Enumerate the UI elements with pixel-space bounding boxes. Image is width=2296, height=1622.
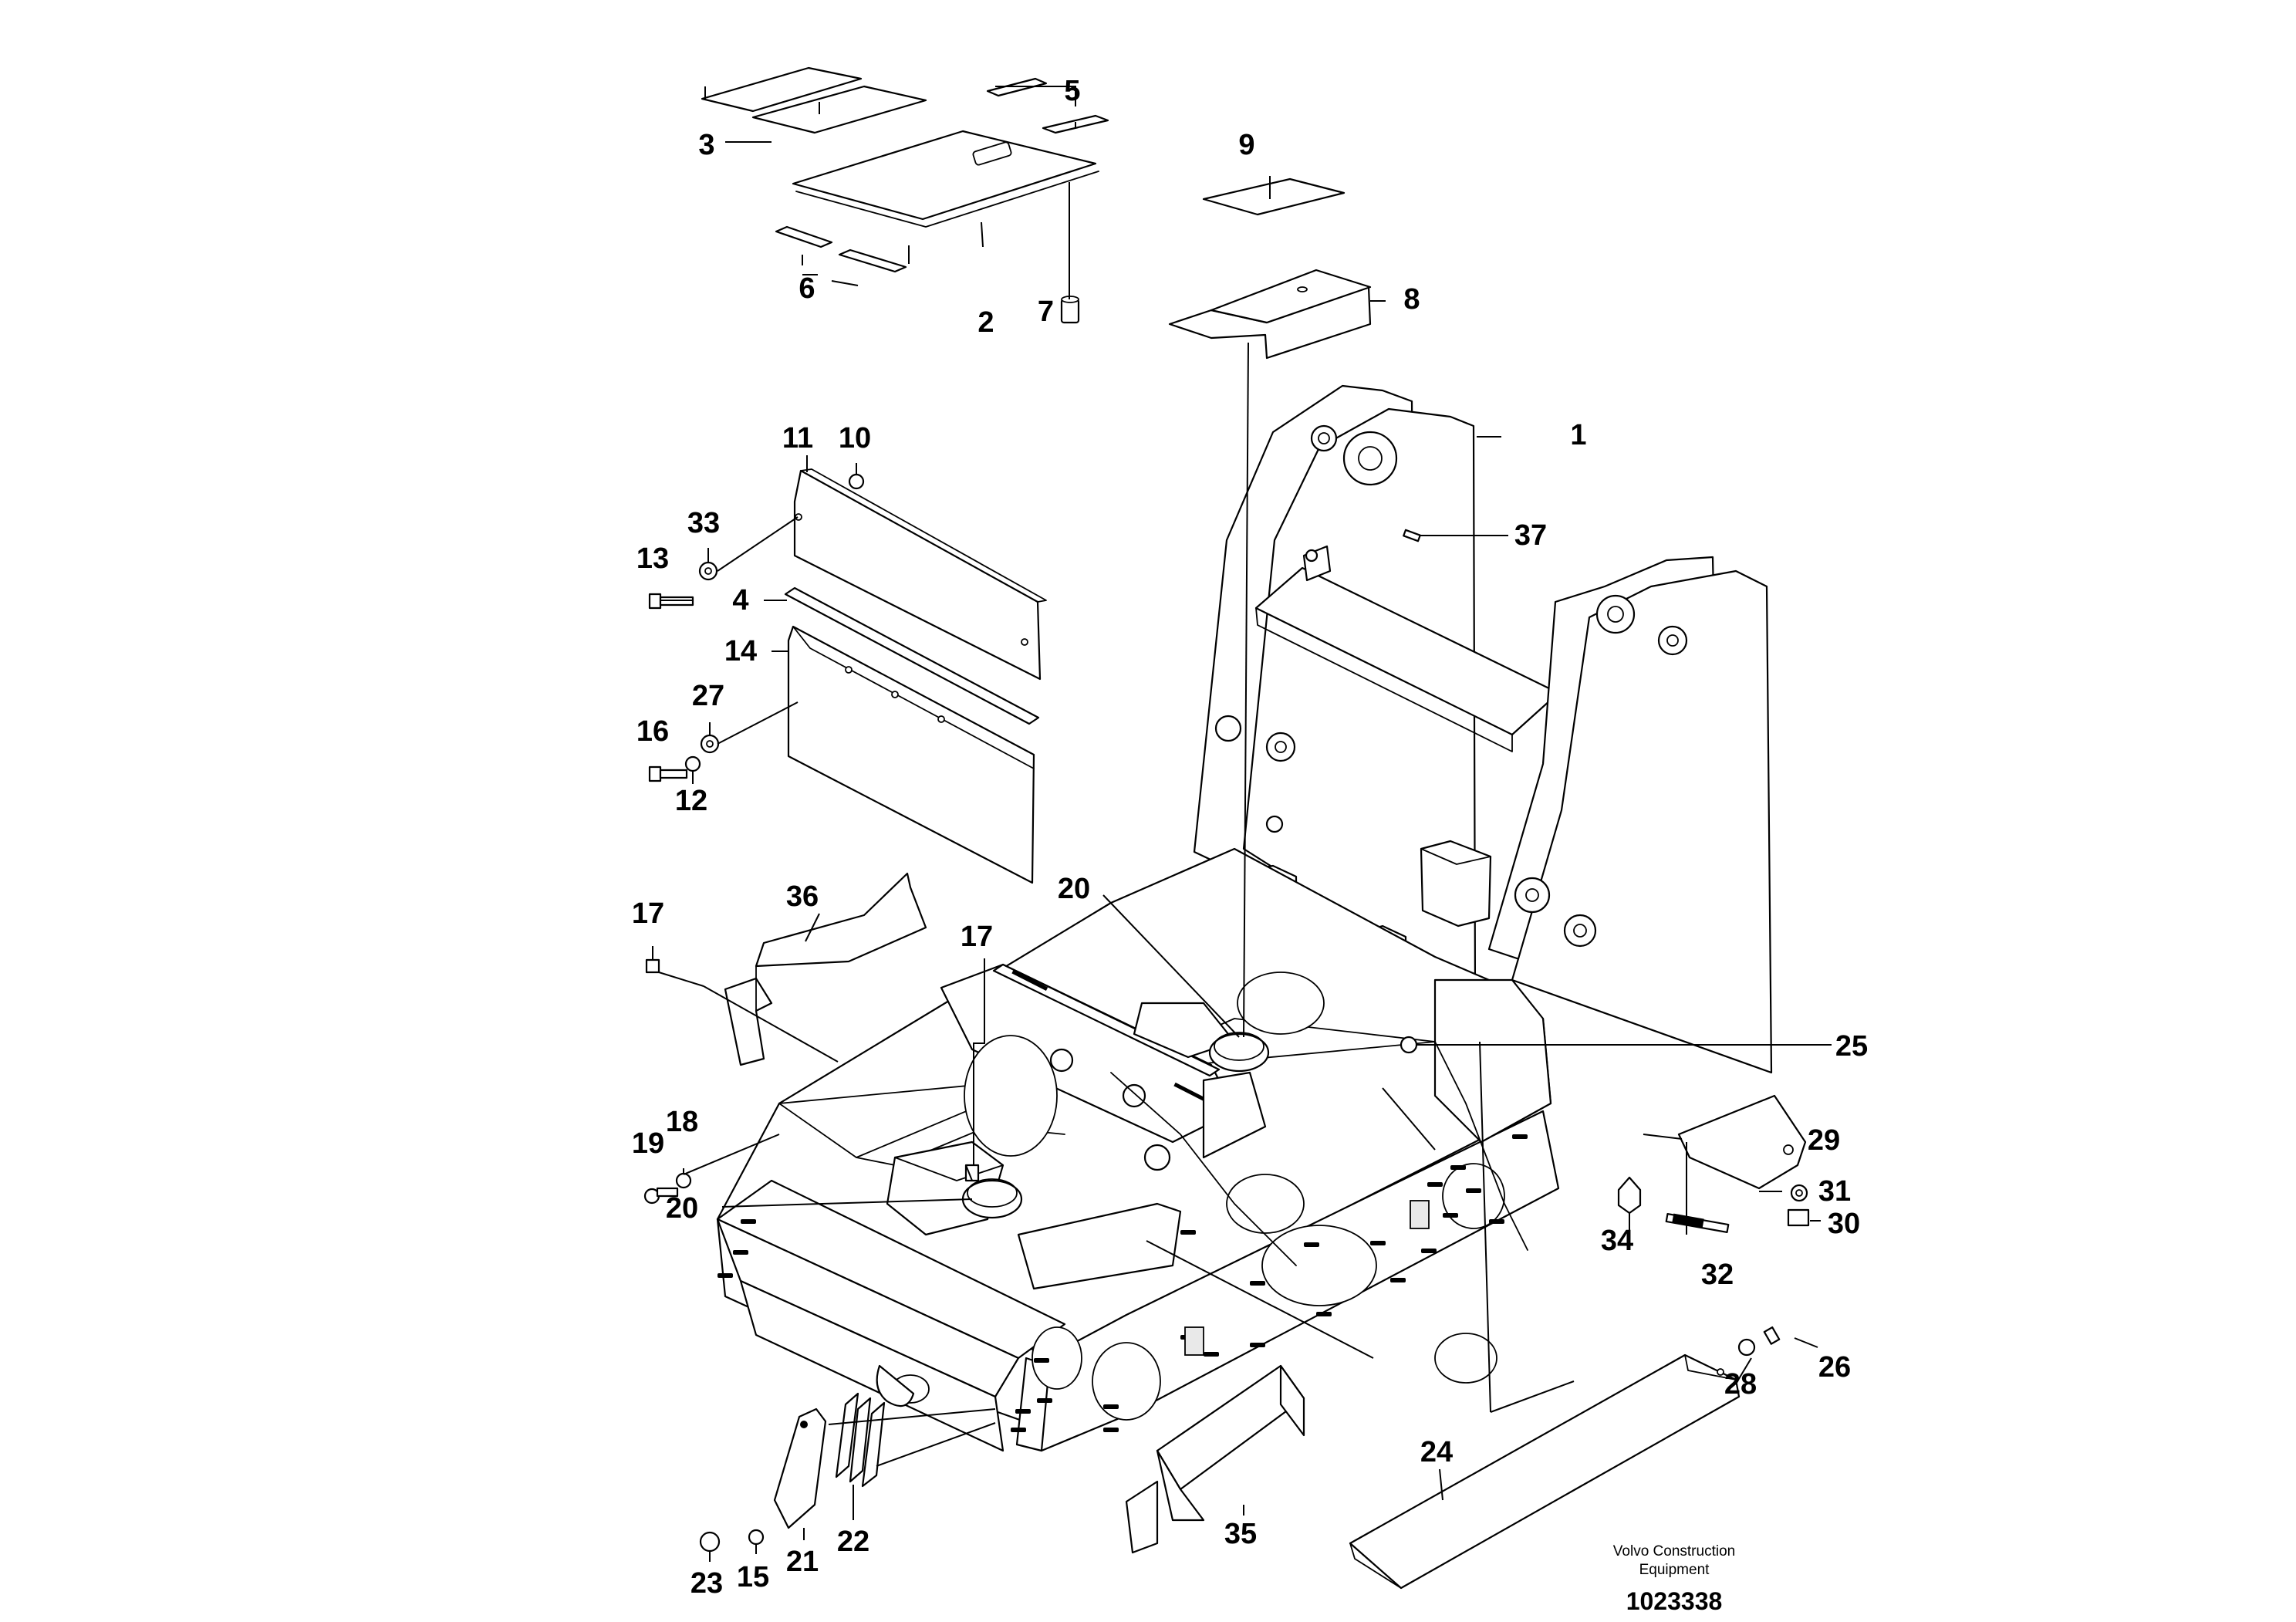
- callout-33: 33: [687, 507, 720, 539]
- side-cover-assembly: [784, 468, 1047, 884]
- callout-27: 27: [692, 680, 724, 712]
- callout-31: 31: [1818, 1175, 1851, 1208]
- callout-6: 6: [799, 272, 815, 305]
- credit-line-1: Volvo Construction: [1613, 1543, 1735, 1559]
- drawing-number: 1023338: [1626, 1587, 1723, 1615]
- callout-16: 16: [636, 715, 669, 748]
- bracket-21-22: [699, 1392, 886, 1553]
- floor-plate-assembly: [701, 66, 1109, 324]
- callout-34: 34: [1601, 1225, 1633, 1257]
- main-frame-1: [716, 384, 1773, 1452]
- floor-plate-2: [792, 130, 1097, 221]
- callout-20b: 20: [666, 1192, 698, 1225]
- callout-26: 26: [1818, 1351, 1851, 1384]
- footer: Volvo Construction Equipment 1023338: [1613, 1543, 1735, 1615]
- callout-11: 11: [782, 422, 813, 454]
- washer-28: [1737, 1338, 1756, 1357]
- callout-28: 28: [1724, 1368, 1757, 1401]
- clip-17a: [645, 958, 660, 974]
- nut-23: [699, 1531, 721, 1553]
- seal-strip-4: [784, 586, 1040, 725]
- washer-18: [675, 1172, 692, 1189]
- callout-37: 37: [1514, 519, 1547, 552]
- callout-25: 25: [1835, 1030, 1868, 1063]
- callout-19: 19: [632, 1127, 664, 1160]
- bolt-26: [1763, 1326, 1781, 1345]
- callout-14: 14: [724, 635, 757, 667]
- callout-35: 35: [1224, 1518, 1257, 1550]
- nut-34: [1617, 1176, 1642, 1215]
- strip-6a: [775, 225, 833, 248]
- plate-29: [1677, 1094, 1807, 1190]
- mat-pad-3b: [751, 85, 927, 134]
- callout-3: 3: [698, 129, 714, 161]
- callout-2: 2: [977, 306, 994, 339]
- plate-22c: [861, 1401, 886, 1488]
- rail-24: [1349, 1326, 1781, 1590]
- callout-20a: 20: [1058, 873, 1090, 905]
- callout-13: 13: [636, 542, 669, 575]
- mat-pad-3a: [701, 66, 863, 113]
- cover-11: [793, 469, 1042, 681]
- credit-line-2: Equipment: [1639, 1562, 1710, 1578]
- callout-labels: 1 2 3 4 5 6 7 8 9 10 11 12 13 14 15 16 1…: [632, 75, 1868, 1600]
- center-parts: [961, 1032, 1418, 1219]
- clip-25: [1400, 1036, 1418, 1054]
- washer-15: [748, 1529, 765, 1546]
- callout-17b: 17: [961, 921, 993, 953]
- callout-7: 7: [1038, 296, 1054, 328]
- callout-32: 32: [1701, 1259, 1734, 1291]
- callout-9: 9: [1238, 129, 1254, 161]
- bracket-35: [1125, 1364, 1305, 1554]
- plate-29-assembly: [1617, 1094, 1810, 1233]
- callout-22: 22: [837, 1526, 869, 1558]
- callout-12: 12: [675, 785, 707, 817]
- bolt-16: [648, 765, 662, 782]
- bolt-13: [648, 593, 662, 610]
- bolt-30: [1787, 1208, 1810, 1227]
- callout-23: 23: [690, 1567, 723, 1600]
- bracket-36: [724, 872, 927, 1066]
- plate-22a: [835, 1392, 859, 1478]
- panel-14: [787, 625, 1035, 884]
- callout-30: 30: [1828, 1208, 1860, 1240]
- callout-15: 15: [737, 1561, 769, 1593]
- leader-lines: [652, 86, 1832, 1562]
- callout-36: 36: [786, 880, 819, 913]
- mat-9: [1202, 177, 1346, 216]
- callout-4: 4: [732, 584, 748, 617]
- callout-29: 29: [1808, 1124, 1840, 1157]
- nut-10: [848, 473, 865, 490]
- cover-plate-assembly: [1168, 177, 1372, 360]
- callout-17a: 17: [632, 897, 664, 930]
- plug-20a: [1208, 1032, 1270, 1073]
- callout-18: 18: [666, 1106, 698, 1138]
- stud-37: [1403, 529, 1421, 542]
- callout-24: 24: [1420, 1436, 1453, 1468]
- clip-17b: [964, 1164, 980, 1182]
- plate-22b: [849, 1397, 872, 1483]
- callout-10: 10: [839, 422, 871, 454]
- washer-12: [684, 755, 701, 772]
- callout-1: 1: [1570, 419, 1586, 451]
- callout-5: 5: [1064, 75, 1080, 107]
- callout-8: 8: [1403, 283, 1420, 316]
- callout-21: 21: [786, 1546, 819, 1578]
- bracket-21: [773, 1407, 827, 1529]
- strip-6b: [838, 248, 907, 273]
